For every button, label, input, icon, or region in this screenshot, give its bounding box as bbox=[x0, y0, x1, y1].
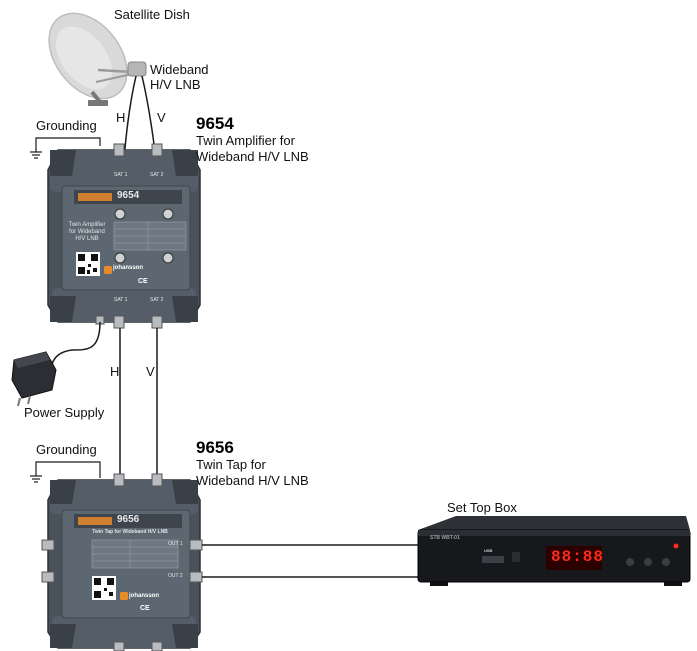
amp-brand-logo: johansson bbox=[113, 265, 144, 271]
hv-cables bbox=[119, 328, 158, 478]
grounding-symbol-tap bbox=[30, 461, 101, 483]
amp-port-in1-label: SAT 1 bbox=[114, 172, 128, 178]
tap-description-line1: Twin Tap for bbox=[196, 457, 266, 472]
set-top-box-icon bbox=[417, 516, 691, 586]
stb-display: 88:88 bbox=[551, 548, 605, 566]
power-supply-label: Power Supply bbox=[24, 405, 105, 420]
amp-port-in2-label: SAT 2 bbox=[150, 172, 164, 178]
lnb-label-line2: H/V LNB bbox=[150, 77, 201, 92]
set-top-box-label: Set Top Box bbox=[447, 500, 517, 515]
tap-description-line2: Wideband H/V LNB bbox=[196, 473, 309, 488]
amplifier-9654-device bbox=[47, 143, 201, 329]
amp-model-number: 9654 bbox=[196, 114, 234, 133]
stb-brand: STB WBT-01 bbox=[430, 535, 460, 541]
stb-cables bbox=[202, 544, 424, 578]
amp-ce-mark: CE bbox=[138, 278, 148, 285]
grounding-label-tap: Grounding bbox=[36, 442, 97, 457]
amp-description-line1: Twin Amplifier for bbox=[196, 133, 295, 148]
cable-h-label-mid: H bbox=[110, 364, 120, 379]
lnb-label-line1: Wideband bbox=[150, 62, 209, 77]
stb-usb-label: USB bbox=[484, 548, 493, 553]
amp-panel-model: 9654 bbox=[117, 190, 140, 201]
tap-model-number: 9656 bbox=[196, 438, 234, 457]
grounding-label-amp: Grounding bbox=[36, 118, 97, 133]
amp-port-out1-label: SAT 1 bbox=[114, 297, 128, 303]
power-supply-icon bbox=[11, 351, 57, 407]
satellite-dish-label: Satellite Dish bbox=[114, 7, 190, 22]
amp-panel-desc-3: H/V LNB bbox=[75, 236, 99, 242]
cable-v-label-top: V bbox=[157, 110, 166, 125]
tap-out2-label: OUT 2 bbox=[168, 573, 183, 579]
amp-description-line2: Wideband H/V LNB bbox=[196, 149, 309, 164]
tap-brand-logo: johansson bbox=[129, 593, 160, 599]
tap-9656-device bbox=[41, 473, 203, 651]
tap-ce-mark: CE bbox=[140, 605, 150, 612]
tap-panel-title: Twin Tap for Wideband H/V LNB bbox=[92, 529, 168, 535]
amp-port-out2-label: SAT 2 bbox=[150, 297, 164, 303]
cable-v-label-mid: V bbox=[146, 364, 155, 379]
amp-panel-desc-1: Twin Amplifier bbox=[68, 222, 106, 228]
tap-out1-label: OUT 1 bbox=[168, 541, 183, 547]
power-supply-cable bbox=[50, 321, 101, 373]
grounding-symbol-amp bbox=[30, 137, 101, 159]
amp-panel-description: Twin Amplifier for Wideband H/V LNB bbox=[64, 222, 110, 243]
tap-panel-model: 9656 bbox=[117, 514, 140, 525]
satellite-dish-icon bbox=[48, 12, 147, 106]
amp-panel-desc-2: for Wideband bbox=[69, 229, 105, 235]
cable-h-label-top: H bbox=[116, 110, 126, 125]
